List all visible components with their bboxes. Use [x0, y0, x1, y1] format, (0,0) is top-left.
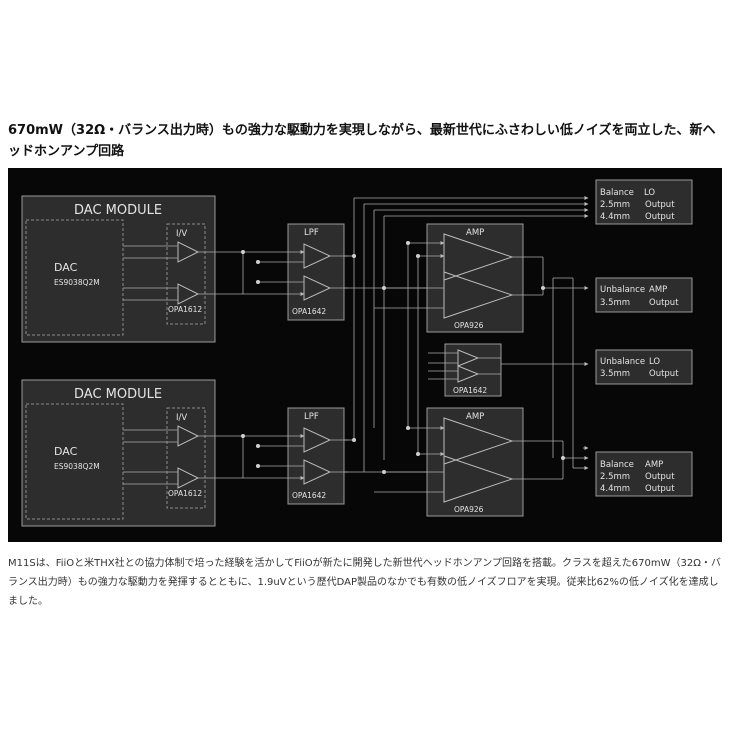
output-line: Balance [600, 188, 634, 198]
dac-module-1: DAC MODULE DAC ES9038Q2M I/V OPA1612 [21, 195, 216, 343]
output-line: 3.5mm [600, 298, 630, 308]
dac-chip-label: ES9038Q2M [54, 462, 100, 471]
output-line: Unbalance [600, 285, 645, 295]
iv-chip-label: OPA1612 [168, 305, 202, 314]
iv-chip-label: OPA1612 [168, 489, 202, 498]
mid-buffer-chip-label: OPA1642 [453, 386, 487, 395]
lpf-title: LPF [304, 412, 319, 422]
block-diagram: DAC MODULE DAC ES9038Q2M I/V OPA1612 DAC… [8, 168, 722, 542]
output-line: AMP [645, 460, 663, 470]
output-line: Output [645, 484, 675, 494]
output-balance-lo: Balance LO 2.5mm Output 4.4mm Output [595, 179, 693, 225]
lpf-chip-label: OPA1642 [292, 491, 326, 500]
amp-title: AMP [466, 412, 484, 422]
block-diagram-svg: DAC MODULE DAC ES9038Q2M I/V OPA1612 DAC… [21, 179, 693, 527]
output-unbalance-lo: Unbalance LO 3.5mm Output [595, 349, 693, 385]
output-line: Output [645, 212, 675, 222]
output-line: Output [645, 472, 675, 482]
output-balance-amp: Balance AMP 2.5mm Output 4.4mm Output [595, 451, 693, 497]
output-line: 2.5mm [600, 200, 630, 210]
output-line: LO [644, 188, 655, 198]
lpf-chip-label: OPA1642 [292, 307, 326, 316]
amp-2: AMP OPA926 [426, 407, 524, 517]
mid-buffer: OPA1642 [444, 343, 502, 397]
output-line: 2.5mm [600, 472, 630, 482]
iv-label: I/V [176, 229, 187, 239]
heading: 670mW（32Ω・バランス出力時）もの強力な駆動力を実現しながら、最新世代にふ… [8, 123, 716, 159]
output-line: 4.4mm [600, 484, 630, 494]
output-line: AMP [649, 285, 667, 295]
lpf-1: LPF OPA1642 [287, 223, 345, 321]
output-line: Unbalance [600, 357, 645, 367]
dac-label: DAC [54, 445, 78, 458]
amp-chip-label: OPA926 [454, 321, 484, 330]
lpf-2: LPF OPA1642 [287, 407, 345, 505]
iv-label: I/V [176, 413, 187, 423]
dac-label: DAC [54, 261, 78, 274]
amp-1: AMP OPA926 [426, 223, 524, 333]
lpf-title: LPF [304, 228, 319, 238]
dac-chip-label: ES9038Q2M [54, 278, 100, 287]
output-line: Output [645, 200, 675, 210]
output-line: Output [649, 298, 679, 308]
output-line: 4.4mm [600, 212, 630, 222]
dac-module-2: DAC MODULE DAC ES9038Q2M I/V OPA1612 [21, 379, 216, 527]
output-line: 3.5mm [600, 369, 630, 379]
dac-module-title: DAC MODULE [74, 387, 162, 402]
output-line: Output [649, 369, 679, 379]
dac-module-title: DAC MODULE [74, 203, 162, 218]
output-line: LO [649, 357, 660, 367]
output-unbalance-amp: Unbalance AMP 3.5mm Output [595, 277, 693, 313]
output-line: Balance [600, 460, 634, 470]
amp-title: AMP [466, 228, 484, 238]
caption: M11Sは、FiiOと米THX社との協力体制で培った経験を活かしてFiiOが新た… [8, 558, 721, 607]
amp-chip-label: OPA926 [454, 505, 484, 514]
